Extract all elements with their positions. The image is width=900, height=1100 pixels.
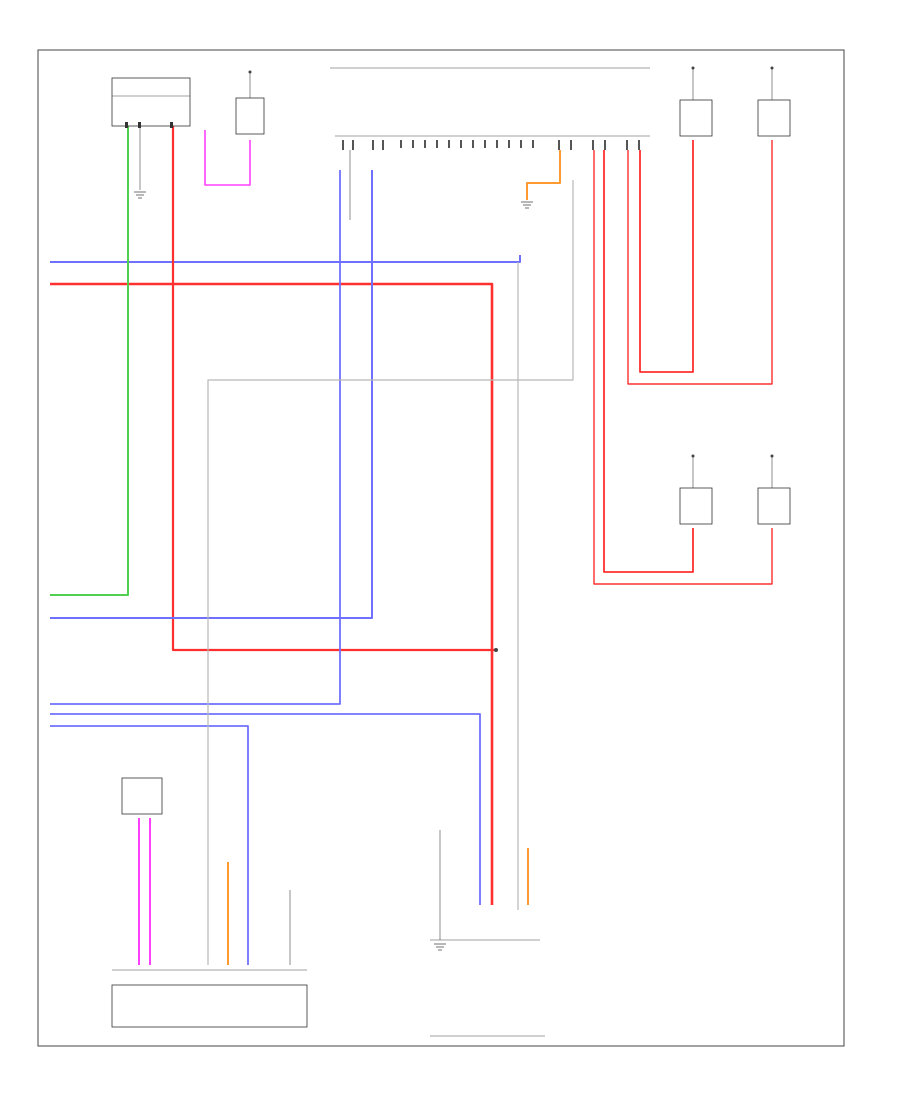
splice-dot [494, 648, 498, 652]
connector-strip [335, 135, 650, 150]
control-module-bottom [111, 969, 308, 1028]
wire-blue-bus [50, 255, 521, 263]
wire-magenta-loop [204, 130, 251, 186]
wire-red-main [171, 125, 496, 652]
wires [50, 125, 773, 965]
wire-red-bus [50, 282, 494, 905]
wire-red-relay-4 [593, 150, 773, 585]
wire-gray [207, 180, 574, 965]
ground-symbols [134, 191, 533, 951]
relay-lower-1 [679, 454, 713, 525]
wire-blue-low-1 [50, 170, 341, 705]
relay-upper-1 [679, 66, 713, 137]
switch-top [235, 70, 265, 135]
relay-lower-2 [757, 454, 791, 525]
module-top-left [111, 77, 191, 128]
wire-red-relay-2 [627, 140, 773, 385]
wire-blue-left [50, 170, 373, 619]
wire-blue-low-2 [50, 713, 481, 905]
wire-orange-top [526, 150, 561, 200]
relay-upper-2 [757, 66, 791, 137]
wire-green [50, 125, 129, 596]
wire-red-relay-1 [639, 140, 694, 373]
module-lower-left [121, 777, 163, 815]
diagram-frame [37, 49, 845, 1047]
wire-blue-low-3 [50, 725, 249, 965]
wire-red-relay-3 [603, 150, 694, 573]
